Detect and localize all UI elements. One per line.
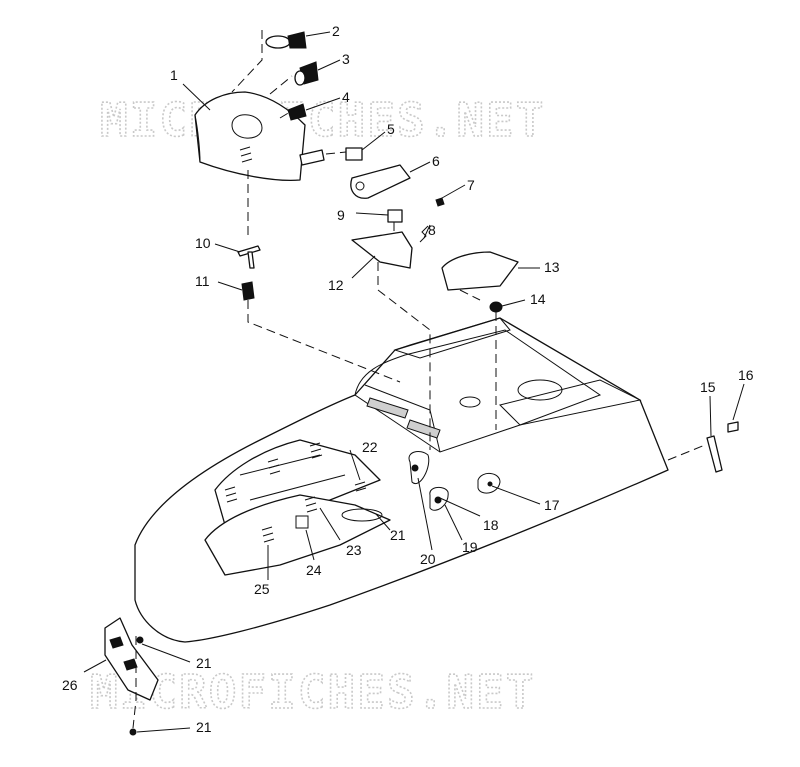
headlight-housing [194,91,325,181]
clip-4 [287,103,307,121]
bracket-12 [351,231,413,269]
assembly-lines [132,30,706,729]
callout-1: 1 [170,67,178,83]
callout-26: 26 [62,677,78,693]
socket-3 [294,61,319,86]
callout-20: 20 [420,551,436,567]
leader-lines [83,31,745,733]
callout-13: 13 [544,259,560,275]
callout-6: 6 [432,153,440,169]
callout-4: 4 [342,89,350,105]
spring-8 [419,225,429,243]
callout-22: 22 [362,439,378,455]
callout-21-bezel: 21 [196,655,212,671]
callout-21-bottom: 21 [196,719,212,735]
latch-15 [706,435,723,473]
bracket-6 [350,164,411,199]
screw-7 [435,197,445,207]
spring-11 [241,281,255,301]
callout-10: 10 [195,235,211,251]
pin-10 [237,245,261,269]
callout-15: 15 [700,379,716,395]
watermark-top: MICROFICHES.NET [100,93,545,147]
callout-16: 16 [738,367,754,383]
callout-8: 8 [428,222,436,238]
cover-13 [441,251,519,291]
bulb-2 [265,31,307,49]
hood-body [134,317,669,643]
nut-plate-5 [345,147,363,161]
callout-24: 24 [306,562,322,578]
callout-14: 14 [530,291,546,307]
watermark-bottom: MICROFICHES.NET [90,665,535,719]
callout-21-center: 21 [390,527,406,543]
callout-2: 2 [332,23,340,39]
callout-23: 23 [346,542,362,558]
callout-18: 18 [483,517,499,533]
callout-25: 25 [254,581,270,597]
callout-7: 7 [467,177,475,193]
callout-9: 9 [337,207,345,223]
nut-9 [387,209,403,223]
grommet-14 [489,301,503,313]
callout-labels: 1 2 3 4 5 6 7 8 9 10 11 12 13 14 15 16 1… [62,23,754,735]
clip-16 [727,421,739,433]
callout-3: 3 [342,51,350,67]
bezel-26 [104,617,159,736]
callout-5: 5 [387,121,395,137]
callout-12: 12 [328,277,344,293]
callout-17: 17 [544,497,560,513]
callout-11: 11 [195,273,210,289]
callout-19: 19 [462,539,478,555]
